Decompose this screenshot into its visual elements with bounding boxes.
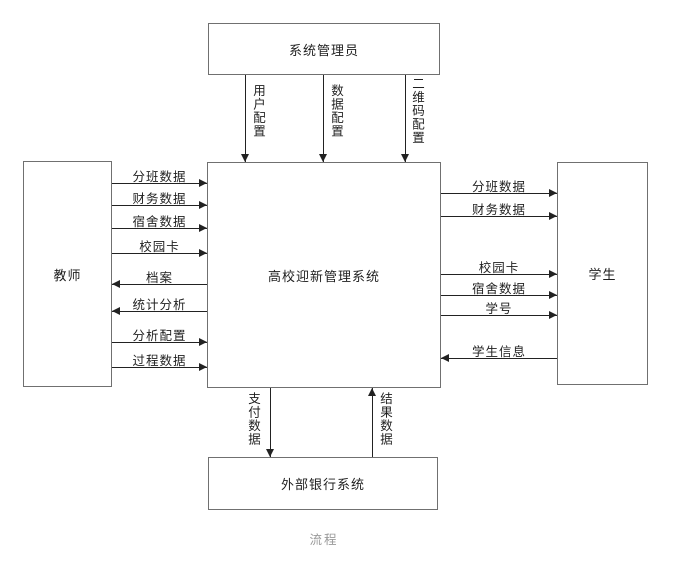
flow-label: 支付数据	[246, 392, 260, 446]
flow-label: 用户配置	[251, 84, 265, 138]
arrow-line	[323, 75, 324, 162]
arrowhead-left-icon	[441, 354, 449, 362]
arrowhead-right-icon	[549, 311, 557, 319]
flow-label: 财务数据	[471, 203, 526, 217]
flow-label: 分析配置	[132, 329, 187, 343]
flow-label: 结果数据	[378, 392, 392, 446]
arrow-line	[245, 75, 246, 162]
arrow-line	[441, 193, 557, 194]
flow-label: 分班数据	[471, 180, 526, 194]
flow-label: 宿舍数据	[471, 282, 526, 296]
node-student: 学生	[557, 162, 648, 385]
arrow-line	[372, 388, 373, 457]
arrow-line	[441, 315, 557, 316]
arrow-line	[441, 274, 557, 275]
arrowhead-down-icon	[241, 154, 249, 162]
node-teacher: 教师	[23, 161, 112, 387]
arrowhead-right-icon	[549, 212, 557, 220]
arrow-line	[112, 342, 207, 343]
flow-label: 档案	[145, 271, 173, 285]
arrowhead-right-icon	[199, 179, 207, 187]
arrowhead-right-icon	[549, 270, 557, 278]
arrow-line	[441, 216, 557, 217]
diagram-caption: 流程	[309, 533, 339, 547]
arrow-line	[441, 358, 557, 359]
flow-label: 宿舍数据	[132, 215, 187, 229]
flow-label: 财务数据	[132, 192, 187, 206]
flow-label: 分班数据	[132, 170, 187, 184]
arrowhead-right-icon	[549, 189, 557, 197]
arrow-line	[112, 228, 207, 229]
arrowhead-right-icon	[199, 201, 207, 209]
node-bank-label: 外部银行系统	[280, 477, 365, 492]
arrow-line	[112, 253, 207, 254]
arrowhead-up-icon	[368, 388, 376, 396]
flow-label: 学号	[485, 302, 513, 316]
flow-label: 校园卡	[139, 240, 180, 254]
node-system-admin-label: 系统管理员	[288, 42, 359, 58]
arrow-line	[112, 284, 207, 285]
node-teacher-label: 教师	[53, 267, 82, 283]
node-system: 高校迎新管理系统	[207, 162, 441, 388]
arrowhead-right-icon	[199, 338, 207, 346]
flow-label: 二维码配置	[410, 77, 424, 145]
arrowhead-right-icon	[549, 291, 557, 299]
arrow-line	[112, 205, 207, 206]
flow-label: 统计分析	[132, 298, 187, 312]
arrowhead-right-icon	[199, 224, 207, 232]
arrowhead-right-icon	[199, 249, 207, 257]
arrow-line	[405, 75, 406, 162]
flow-label: 数据配置	[329, 84, 343, 138]
node-bank: 外部银行系统	[208, 457, 438, 510]
arrowhead-right-icon	[199, 363, 207, 371]
arrowhead-down-icon	[266, 449, 274, 457]
flow-label: 过程数据	[132, 354, 187, 368]
arrow-line	[112, 367, 207, 368]
arrow-line	[441, 295, 557, 296]
node-system-admin: 系统管理员	[208, 23, 440, 75]
arrow-line	[112, 311, 207, 312]
arrowhead-left-icon	[112, 307, 120, 315]
node-student-label: 学生	[588, 267, 617, 282]
arrow-line	[112, 183, 207, 184]
arrow-line	[270, 388, 271, 457]
arrowhead-down-icon	[401, 154, 409, 162]
flow-label: 校园卡	[478, 261, 520, 275]
arrowhead-left-icon	[112, 280, 120, 288]
arrowhead-down-icon	[319, 154, 327, 162]
flow-label: 学生信息	[471, 345, 526, 359]
node-system-label: 高校迎新管理系统	[267, 268, 380, 284]
